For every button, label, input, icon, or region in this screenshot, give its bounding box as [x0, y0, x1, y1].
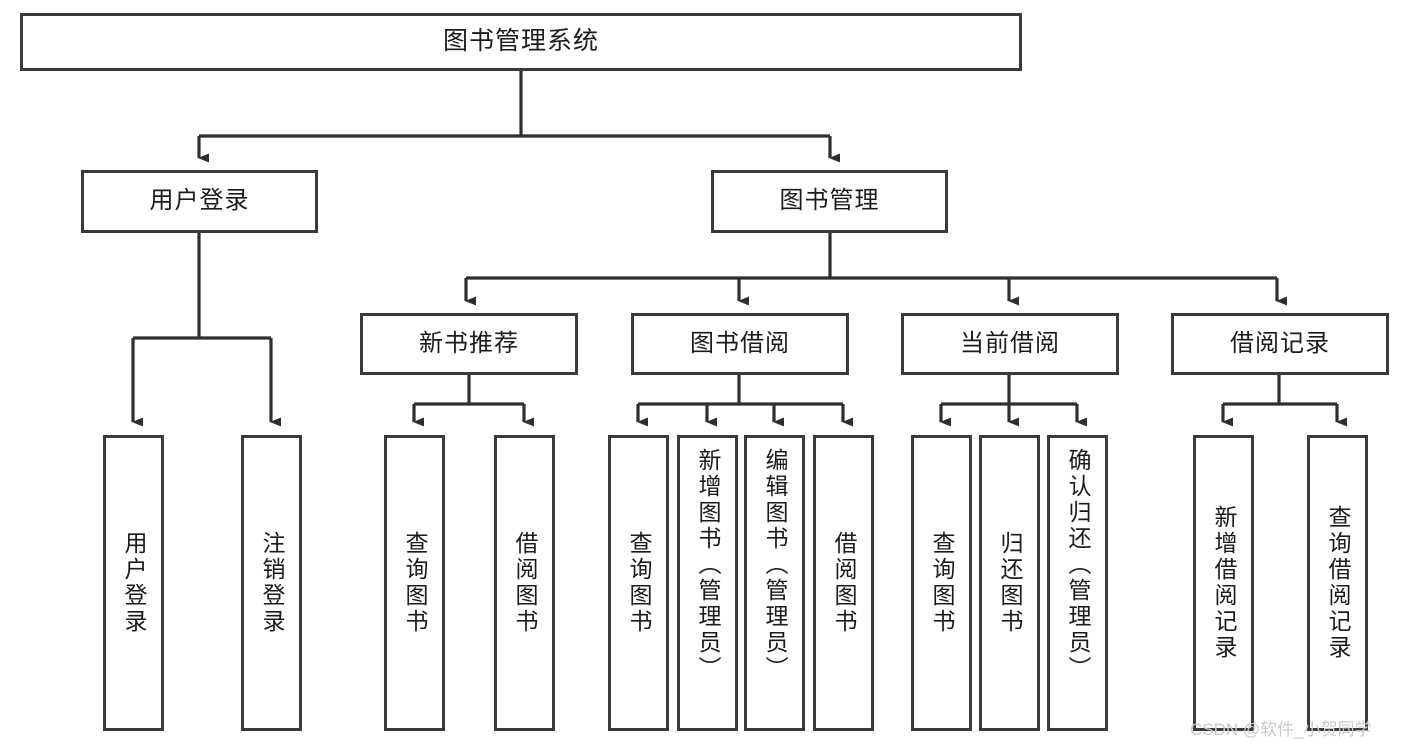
leaf-query-book-new-rec[interactable]: 查询图书 [384, 435, 445, 731]
node-label: 借阅图书 [831, 531, 857, 635]
node-label: 归还图书 [997, 531, 1023, 635]
node-new-book-recommendation[interactable]: 新书推荐 [360, 313, 578, 375]
node-label: 用户登录 [121, 531, 147, 635]
leaf-query-book-current[interactable]: 查询图书 [911, 435, 972, 731]
node-label: 新增图书（管理员） [695, 448, 721, 682]
node-label: 图书管理 [779, 187, 880, 215]
node-label: 确认归还（管理员） [1065, 448, 1091, 682]
leaf-add-borrow-record[interactable]: 新增借阅记录 [1193, 435, 1254, 731]
node-borrowing-record[interactable]: 借阅记录 [1171, 313, 1389, 375]
node-label: 查询图书 [626, 531, 652, 635]
node-book-borrowing[interactable]: 图书借阅 [631, 313, 849, 375]
leaf-return-book[interactable]: 归还图书 [979, 435, 1040, 731]
node-label: 借阅记录 [1230, 329, 1330, 357]
leaf-add-book-admin[interactable]: 新增图书（管理员） [677, 435, 738, 731]
node-label: 查询借阅记录 [1325, 505, 1351, 661]
node-label: 用户登录 [149, 187, 250, 215]
node-user-login[interactable]: 用户登录 [81, 170, 318, 233]
node-label: 图书借阅 [690, 329, 790, 357]
leaf-borrow-book-new-rec[interactable]: 借阅图书 [494, 435, 555, 731]
leaf-query-borrow-record[interactable]: 查询借阅记录 [1307, 435, 1368, 731]
node-label: 查询图书 [929, 531, 955, 635]
leaf-borrow-book-borrow[interactable]: 借阅图书 [813, 435, 874, 731]
node-book-management[interactable]: 图书管理 [711, 170, 948, 233]
node-label: 图书管理系统 [442, 27, 599, 56]
leaf-confirm-return-admin[interactable]: 确认归还（管理员） [1047, 435, 1108, 731]
node-label: 借阅图书 [512, 531, 538, 635]
node-label: 当前借阅 [960, 329, 1060, 357]
csdn-watermark: CSDN @软件_小贺同学 [1190, 720, 1372, 739]
leaf-query-book-borrow[interactable]: 查询图书 [608, 435, 669, 731]
leaf-edit-book-admin[interactable]: 编辑图书（管理员） [744, 435, 805, 731]
node-root-book-management-system[interactable]: 图书管理系统 [20, 13, 1022, 71]
node-label: 查询图书 [402, 531, 428, 635]
node-label: 新增借阅记录 [1211, 505, 1237, 661]
node-label: 新书推荐 [419, 329, 519, 357]
node-label: 注销登录 [259, 531, 285, 635]
node-label: 编辑图书（管理员） [762, 448, 788, 682]
leaf-logout[interactable]: 注销登录 [241, 435, 302, 731]
node-current-borrowing[interactable]: 当前借阅 [901, 313, 1119, 375]
leaf-user-login[interactable]: 用户登录 [103, 435, 164, 731]
